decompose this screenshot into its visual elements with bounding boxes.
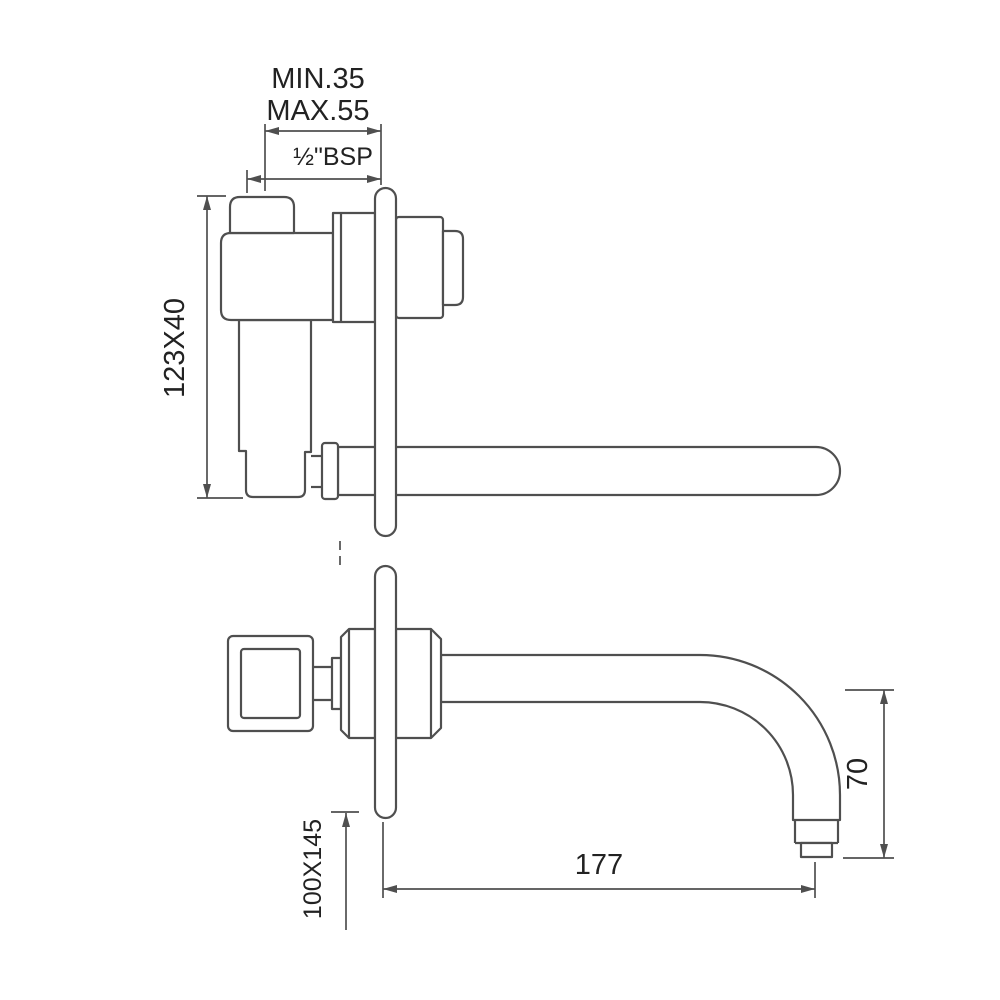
wall-plate-plan (373, 564, 398, 820)
spout-plan-outline (439, 653, 842, 822)
rear-valve-cap (441, 229, 465, 307)
handle-inner (239, 647, 302, 720)
thread-size-label: ½"BSP (293, 143, 373, 171)
handle-stem-collar (330, 656, 343, 711)
mixer-lower-body (237, 318, 313, 499)
side-view (219, 186, 842, 538)
body-size-label: 123X40 (159, 298, 191, 398)
plan-view-dimensions: 70 177 100X145 (299, 689, 894, 930)
side-view-dimensions: MIN.35 MAX.55 ½"BSP 123X40 (159, 63, 382, 499)
wall-sleeve (331, 211, 377, 324)
spout-side-outline (336, 445, 842, 497)
rear-valve-block (394, 215, 445, 320)
plate-size-label: 100X145 (299, 819, 327, 919)
spout-base-block (394, 627, 443, 740)
valve-body (219, 231, 335, 322)
spout-height-label: 70 (842, 758, 874, 790)
mounting-nut (339, 627, 377, 740)
cartridge-cap (228, 195, 296, 235)
spout-reach-label: 177 (575, 849, 623, 881)
max-depth-label: MAX.55 (266, 95, 369, 127)
aerator (799, 841, 834, 859)
min-depth-label: MIN.35 (271, 63, 364, 95)
spout-flange (320, 441, 340, 501)
plan-view (226, 564, 842, 859)
wall-plate-side (373, 186, 398, 538)
